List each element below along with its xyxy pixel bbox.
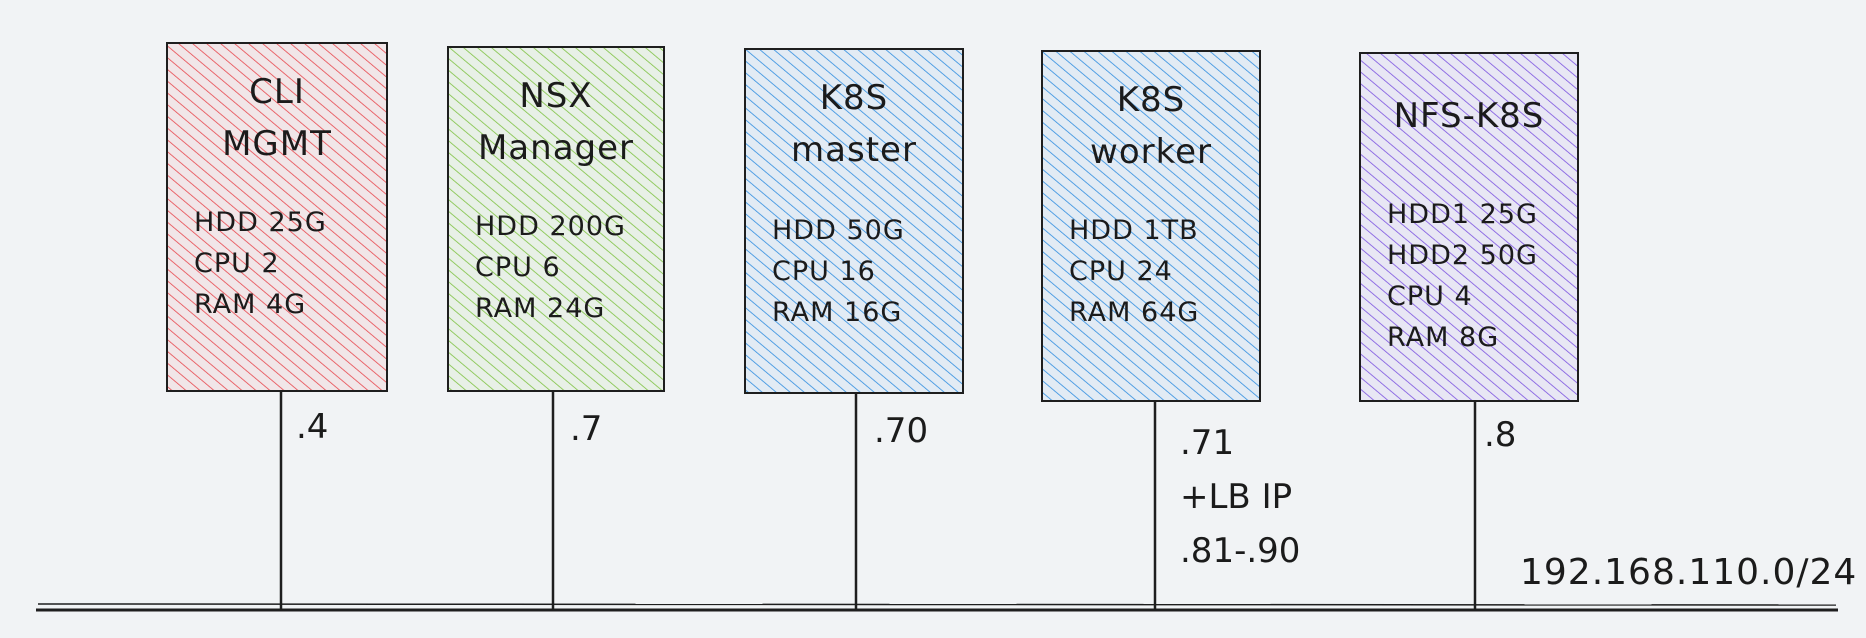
host-title-line: Manager [477,128,635,168]
host-title-line: master [791,130,917,170]
host-spec-line: CPU 16 [772,256,876,287]
host-spec-line: HDD1 25G [1387,199,1538,230]
host-title-line: worker [1090,132,1212,172]
host-title-line: NSX [519,76,593,116]
host-box-fill [1041,50,1261,402]
host-ip-label: .71 +LB IP .81-.90 [1180,416,1300,578]
host-ip-line: .70 [874,411,929,451]
host-spec-line: RAM 8G [1387,322,1500,353]
host-ip-line: .4 [296,407,329,447]
host-spec-line: RAM 24G [475,293,606,324]
host-title: NSX Manager [449,70,663,174]
host-box: CLI MGMT HDD 25G CPU 2 RAM 4G [166,42,388,392]
host-spec-line: HDD2 50G [1387,240,1538,271]
host-box: NFS-K8S HDD1 25G HDD2 50G CPU 4 RAM 8G [1359,52,1579,402]
host-title: K8S master [746,72,962,176]
host-title: CLI MGMT [168,66,386,170]
host-specs: HDD 200G CPU 6 RAM 24G [475,206,657,329]
network-bus-line-sketch [37,603,1837,606]
host-spec-line: HDD 50G [772,215,905,246]
host-specs: HDD 50G CPU 16 RAM 16G [772,210,956,333]
host-ip-label: .4 [296,400,328,454]
host-ip-line: .8 [1484,415,1517,455]
host-spec-line: CPU 24 [1069,256,1173,287]
host-ip-line: .81-.90 [1180,531,1301,571]
host-specs: HDD1 25G HDD2 50G CPU 4 RAM 8G [1387,194,1571,358]
host-ip-label: .70 [874,404,928,458]
host-spec-line: HDD 200G [475,211,626,242]
host-title-line: MGMT [222,124,332,164]
host-title-line: NFS-K8S [1393,96,1545,136]
host-title-line: K8S [1116,80,1186,120]
host-spec-line: HDD 1TB [1069,215,1199,246]
host-title: NFS-K8S [1361,90,1577,142]
host-specs: HDD 25G CPU 2 RAM 4G [194,202,380,325]
host-spec-line: RAM 16G [772,297,903,328]
host-ip-label: .7 [570,402,602,456]
host-box-fill [166,42,388,392]
host-box-fill [1359,52,1579,402]
host-ip-label: .8 [1484,408,1516,462]
host-title: K8S worker [1043,74,1259,178]
host-spec-line: CPU 2 [194,248,280,279]
host-specs: HDD 1TB CPU 24 RAM 64G [1069,210,1253,333]
host-ip-line: .7 [570,409,603,449]
host-box-fill [744,48,964,394]
host-ip-line: .71 [1180,423,1235,463]
host-spec-line: RAM 4G [194,289,307,320]
host-spec-line: CPU 6 [475,252,561,283]
host-ip-line: +LB IP [1180,477,1293,517]
host-box-fill [447,46,665,392]
host-spec-line: RAM 64G [1069,297,1200,328]
host-spec-line: HDD 25G [194,207,327,238]
host-title-line: K8S [819,78,889,118]
host-spec-line: CPU 4 [1387,281,1473,312]
host-title-line: CLI [249,72,305,112]
subnet-label: 192.168.110.0/24 [1520,552,1858,593]
